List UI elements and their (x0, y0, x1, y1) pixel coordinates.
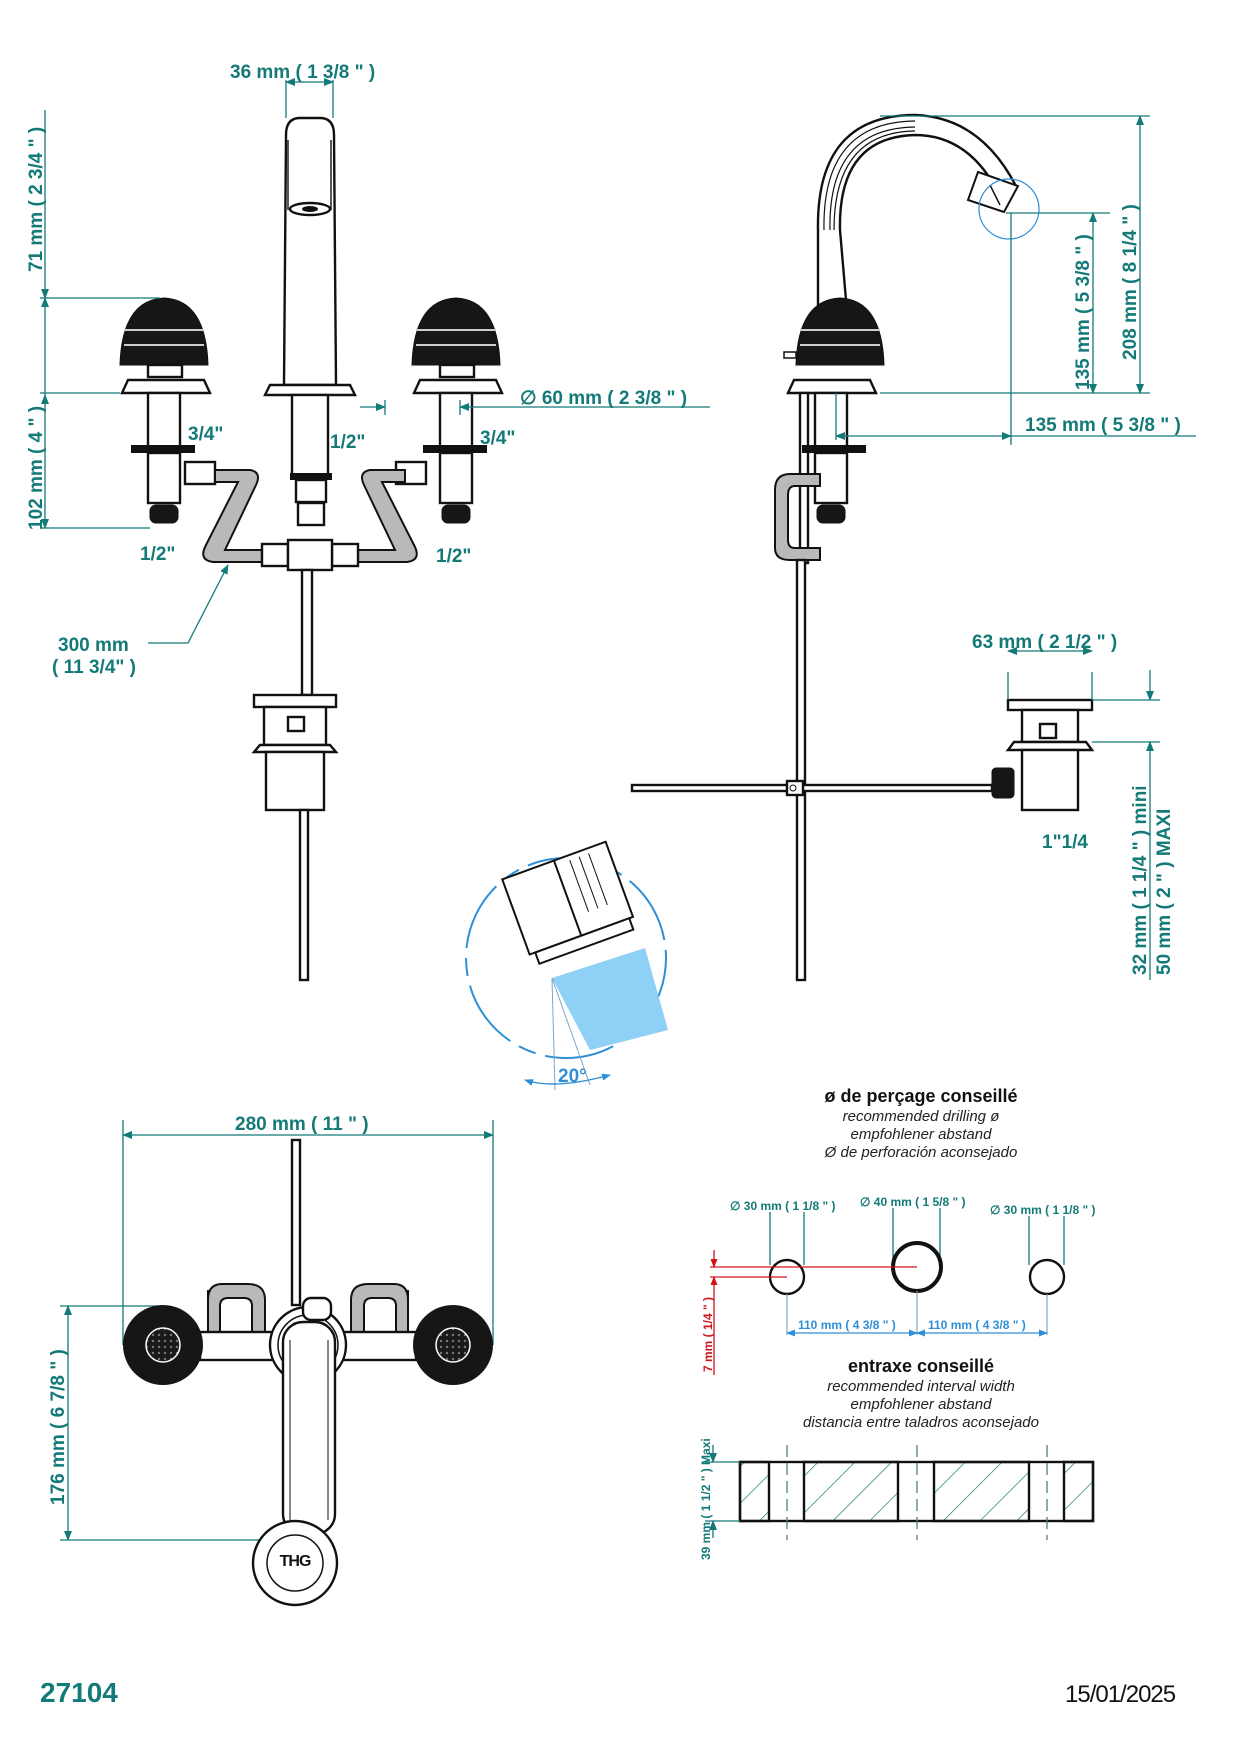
drilling-subtitle-es: Ø de perforación aconsejado (824, 1144, 1018, 1161)
spout (263, 116, 357, 527)
waste-side-view: 63 mm ( 2 1/2 " ) 1"1/4 32 mm ( 1 1/4 " … (972, 632, 1175, 980)
drilling-subtitle-en: recommended drilling ø (843, 1108, 1000, 1125)
deck-thickness-dimension: 39 mm ( 1 1/2 " ) Maxi (699, 1438, 713, 1560)
spacing-right: 110 mm ( 4 3/8 " ) (928, 1318, 1026, 1332)
waste-front (251, 693, 339, 982)
side-view: 208 mm ( 8 1/4 " ) 135 mm ( 5 3/8 " ) 13… (630, 113, 1196, 982)
right-handle (394, 297, 504, 524)
product-reference: 27104 (40, 1677, 118, 1708)
deck-section (738, 1445, 1095, 1540)
overall-depth-dimension: 176 mm ( 6 7/8 " ) (48, 1349, 69, 1505)
drilling-subtitle-de: empfohlener abstand (851, 1126, 993, 1143)
spout-clearance-dimension: 135 mm ( 5 3/8 " ) (1073, 234, 1094, 390)
thread-right-valve: 3/4" (480, 428, 515, 449)
outlet-right: 1/2" (436, 546, 471, 567)
aerator-detail: 20° (465, 840, 668, 1091)
side-dimension-lines (835, 115, 1196, 445)
thread-left-valve: 3/4" (188, 424, 223, 445)
spacing-left: 110 mm ( 4 3/8 " ) (798, 1318, 896, 1332)
waste-thickness-max: 50 mm ( 2 " ) MAXI (1154, 809, 1175, 975)
overall-width-dimension: 280 mm ( 11 " ) (235, 1114, 369, 1135)
front-dimension-lines (40, 78, 710, 644)
drill-hole-right (1028, 1258, 1066, 1296)
front-view: 36 mm ( 1 3/8 " ) 71 mm ( 2 3/4 " ) 102 … (26, 62, 710, 982)
left-handle (119, 297, 217, 524)
drilling-section: ø de perçage conseillé recommended drill… (701, 1086, 1096, 1375)
top-view: 280 mm ( 11 " ) 176 mm ( 6 7/8 " ) THG (48, 1114, 494, 1607)
spout-width-dimension: 36 mm ( 1 3/8 " ) (230, 62, 375, 83)
spray-angle: 20° (558, 1066, 587, 1087)
hole-center-label: ∅ 40 mm ( 1 5/8 " ) (860, 1195, 966, 1209)
waste-flange-diameter: 63 mm ( 2 1/2 " ) (972, 632, 1117, 653)
hose-length-in: ( 11 3/4" ) (52, 657, 136, 678)
deck-hole-dimension: ∅ 60 mm ( 2 3/8 " ) (520, 388, 687, 409)
outlet-left: 1/2" (140, 544, 175, 565)
hole-right-label: ∅ 30 mm ( 1 1/8 " ) (990, 1203, 1096, 1217)
body-height-dimension: 102 mm ( 4 " ) (26, 406, 47, 530)
drilling-title: ø de perçage conseillé (824, 1086, 1017, 1106)
side-handle (630, 297, 994, 982)
interval-section: entraxe conseillé recommended interval w… (699, 1356, 1095, 1560)
interval-title: entraxe conseillé (848, 1356, 994, 1376)
spout-reach-dimension: 135 mm ( 5 3/8 " ) (1025, 415, 1181, 436)
hole-left-label: ∅ 30 mm ( 1 1/8 " ) (730, 1199, 836, 1213)
interval-subtitle-en: recommended interval width (827, 1378, 1015, 1395)
waste-thread: 1"1/4 (1042, 832, 1088, 853)
waste-thickness-min: 32 mm ( 1 1/4 " ) mini (1130, 785, 1151, 975)
interval-subtitle-es: distancia entre taladros aconsejado (803, 1414, 1039, 1431)
offset-dimension: 7 mm ( 1/4 " ) (701, 1297, 715, 1372)
brand-logo: THG (280, 1553, 311, 1570)
total-height-dimension: 208 mm ( 8 1/4 " ) (1120, 204, 1141, 360)
thread-spout: 1/2" (330, 432, 365, 453)
handle-height-dimension: 71 mm ( 2 3/4 " ) (26, 127, 47, 272)
document-date: 15/01/2025 (1065, 1681, 1176, 1708)
gooseneck-spout (816, 113, 1040, 307)
flexible-hoses (202, 469, 418, 697)
interval-subtitle-de: empfohlener abstand (851, 1396, 993, 1413)
hose-length-mm: 300 mm (58, 635, 129, 656)
